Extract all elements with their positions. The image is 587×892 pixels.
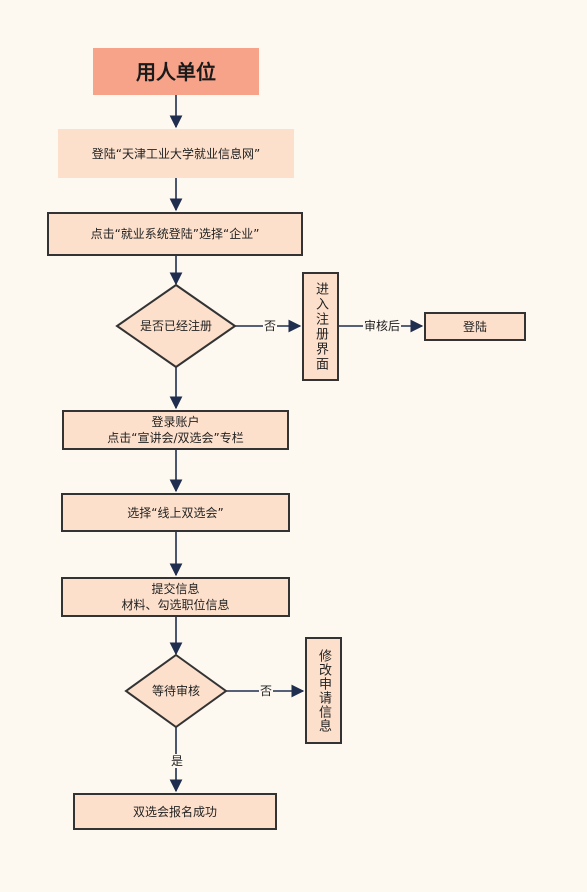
account-line-2: 点击“宣讲会/双选会”专栏 [107, 431, 244, 445]
start-node: 用人单位 [93, 48, 259, 95]
modify-info-label: 修改申请信息 [316, 648, 331, 733]
login-site-node: 登陆“天津工业大学就业信息网” [58, 129, 294, 178]
account-line-1: 登录账户 [151, 415, 200, 429]
modify-info-node: 修改申请信息 [305, 637, 342, 744]
edge-label-no-register: 否 [263, 319, 278, 333]
wait-review-label: 等待审核 [151, 684, 200, 698]
edge-label-no-modify: 否 [259, 684, 274, 698]
edge-label-after-review: 审核后 [363, 319, 402, 333]
click-system-node: 点击“就业系统登陆”选择“企业” [47, 212, 303, 256]
register-page-node: 进入注册界面 [302, 272, 339, 381]
submit-line-2: 材料、勾选职位信息 [121, 598, 230, 612]
registered-question-label: 是否已经注册 [139, 319, 212, 333]
submit-line-1: 提交信息 [151, 582, 200, 596]
register-page-label: 进入注册界面 [313, 281, 328, 372]
success-node: 双选会报名成功 [73, 793, 277, 830]
submit-node: 提交信息 材料、勾选职位信息 [61, 577, 290, 617]
edge-label-yes-success: 是 [170, 754, 185, 768]
diamond-registered-q [115, 283, 237, 369]
account-node: 登录账户 点击“宣讲会/双选会”专栏 [62, 410, 289, 450]
diamond-wait-review [124, 653, 228, 729]
choose-online-node: 选择“线上双选会” [61, 493, 290, 532]
login-node: 登陆 [424, 312, 526, 341]
